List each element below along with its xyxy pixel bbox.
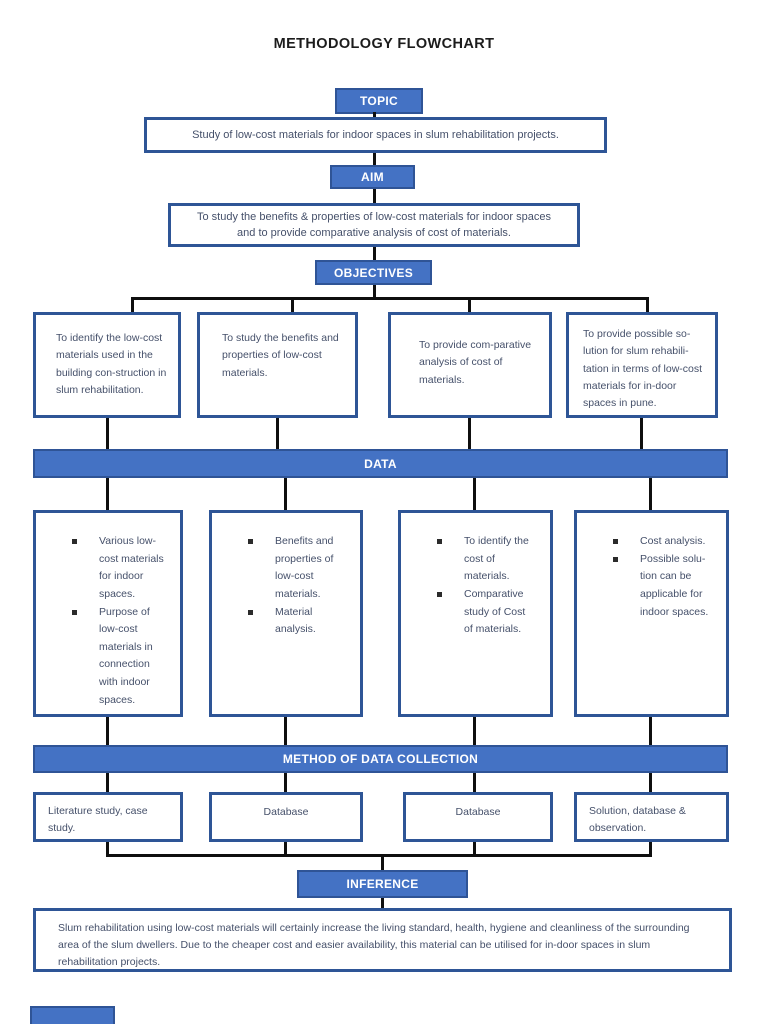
connector (649, 842, 652, 856)
connector (373, 189, 376, 203)
inference-label: INFERENCE (297, 870, 468, 898)
bullet-square-icon (613, 539, 618, 544)
aim-label: AIM (330, 165, 415, 189)
connector (468, 418, 471, 449)
bullet-item: Possible solu-tion can be applicable for… (613, 551, 716, 622)
connector (649, 773, 652, 792)
aim-box: To study the benefits & properties of lo… (168, 203, 580, 247)
connector (284, 478, 287, 510)
connector (381, 898, 384, 908)
bullet-item: To identify the cost of materials. (437, 533, 540, 586)
objective-text-2: To study the benefits and properties of … (222, 332, 339, 379)
bullet-text: Material analysis. (275, 605, 316, 636)
bullet-item: Cost analysis. (613, 533, 716, 551)
connector (291, 299, 294, 312)
bullet-item: Benefits and properties of low-cost mate… (248, 533, 350, 604)
bullet-text: Various low-cost materials for indoor sp… (99, 535, 164, 600)
bullet-text: Purpose of low-cost materials in connect… (99, 605, 153, 706)
connector (373, 112, 376, 118)
connector (649, 717, 652, 745)
bullet-text: Cost analysis. (640, 535, 706, 547)
connector (473, 478, 476, 510)
bullet-item: Comparative study of Cost of materials. (437, 586, 540, 639)
bullet-square-icon (437, 591, 442, 597)
connector (373, 153, 376, 166)
data-box-1: Various low-cost materials for indoor sp… (33, 510, 183, 717)
aim-text-line1: To study the benefits & properties of lo… (196, 210, 551, 223)
data-box-2: Benefits and properties of low-cost mate… (209, 510, 363, 717)
connector (373, 247, 376, 260)
connector (284, 773, 287, 792)
method-text-1: Literature study, case study. (48, 805, 148, 834)
bullet-item: Purpose of low-cost materials in connect… (72, 604, 170, 710)
bullet-square-icon (437, 539, 442, 544)
connector (106, 478, 109, 510)
bullet-text: Possible solu-tion can be applicable for… (640, 552, 709, 618)
connector (649, 478, 652, 510)
topic-label: TOPIC (335, 88, 423, 114)
method-text-2: Database (263, 806, 309, 818)
bullet-square-icon (72, 539, 77, 544)
bullet-square-icon (248, 609, 253, 615)
connector (640, 418, 643, 449)
inference-box: Slum rehabilitation using low-cost mater… (33, 908, 732, 972)
topic-text: Study of low-cost materials for indoor s… (192, 128, 559, 141)
objective-box-2: To study the benefits and properties of … (197, 312, 358, 418)
bullet-text: Benefits and properties of low-cost mate… (275, 535, 334, 600)
connector (106, 842, 109, 856)
data-label: DATA (33, 449, 728, 478)
partial-next-page-box (30, 1006, 115, 1024)
connector (468, 299, 471, 312)
bullet-text: To identify the cost of materials. (464, 535, 529, 583)
connector (473, 717, 476, 745)
method-label: METHOD OF DATA COLLECTION (33, 745, 728, 773)
connector (106, 773, 109, 792)
connector (131, 299, 134, 312)
method-box-1: Literature study, case study. (33, 792, 183, 842)
objective-text-3: To provide com-parative analysis of cost… (419, 339, 532, 386)
connector (473, 842, 476, 856)
objectives-label: OBJECTIVES (315, 260, 432, 285)
connector (373, 285, 376, 299)
method-text-4: Solution, database & observation. (589, 805, 686, 834)
topic-box: Study of low-cost materials for indoor s… (144, 117, 607, 153)
objective-box-3: To provide com-parative analysis of cost… (388, 312, 552, 418)
connector (284, 842, 287, 856)
page-title: METHODOLOGY FLOWCHART (273, 36, 495, 52)
bullet-item: Material analysis. (248, 604, 350, 639)
data-box-4: Cost analysis. Possible solu-tion can be… (574, 510, 729, 717)
method-box-4: Solution, database & observation. (574, 792, 729, 842)
objective-text-1: To identify the low-cost materials used … (56, 332, 167, 396)
bullet-text: Comparative study of Cost of materials. (464, 587, 526, 636)
method-box-2: Database (209, 792, 363, 842)
connector (276, 418, 279, 449)
connector (646, 299, 649, 312)
connector (473, 773, 476, 792)
objective-text-4: To provide possible so-lution for slum r… (583, 328, 703, 410)
connector (284, 717, 287, 745)
connector (381, 854, 384, 870)
connector (106, 418, 109, 449)
data-box-3: To identify the cost of materials. Compa… (398, 510, 553, 717)
aim-text-line2: and to provide comparative analysis of c… (237, 227, 511, 239)
bullet-item: Various low-cost materials for indoor sp… (72, 533, 170, 604)
method-box-3: Database (403, 792, 553, 842)
bullet-square-icon (248, 539, 253, 544)
connector (106, 854, 652, 857)
inference-text: Slum rehabilitation using low-cost mater… (58, 922, 690, 968)
bullet-square-icon (72, 609, 77, 615)
method-text-3: Database (455, 806, 501, 818)
connector (131, 297, 649, 300)
objective-box-1: To identify the low-cost materials used … (33, 312, 181, 418)
bullet-square-icon (613, 556, 618, 562)
connector (106, 717, 109, 745)
objective-box-4: To provide possible so-lution for slum r… (566, 312, 718, 418)
